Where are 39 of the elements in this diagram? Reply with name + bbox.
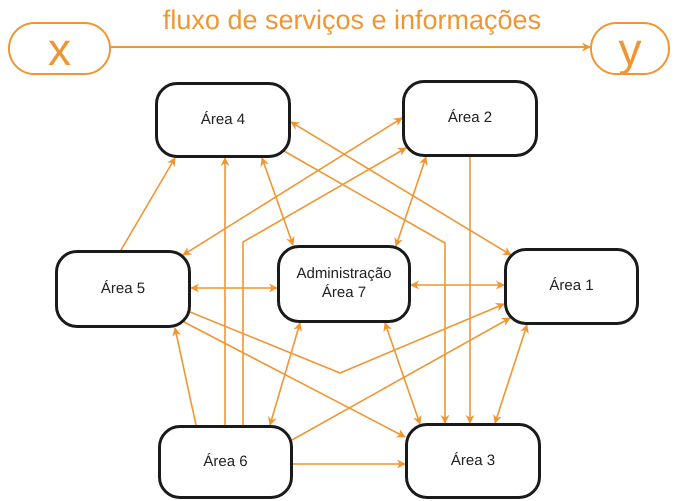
area-box (55, 250, 191, 328)
arrow (120, 157, 176, 250)
arrow (190, 284, 278, 292)
arrow (182, 117, 403, 256)
area-label: Área 3 (450, 452, 496, 470)
area-box (504, 248, 639, 325)
area-box (155, 82, 291, 158)
area-box (402, 80, 538, 157)
arrow (383, 322, 422, 425)
area-box (277, 245, 411, 323)
arrow (290, 121, 512, 256)
area-label: Área 6 (203, 452, 248, 472)
edge-label: fluxo de serviços e informações (160, 6, 544, 36)
arrow (394, 156, 428, 247)
endpoint-letter: x (48, 26, 71, 72)
endpoint-letter: y (618, 26, 642, 72)
arrow (242, 147, 407, 425)
area-label: Área 2 (448, 109, 492, 128)
arrow (466, 157, 474, 424)
arrow (292, 317, 511, 441)
arrow (184, 321, 406, 438)
area-label: Área 4 (200, 110, 246, 130)
arrow (268, 322, 302, 426)
area-label: Área 1 (549, 277, 594, 296)
area-label: Administração Área 7 (295, 265, 393, 303)
arrow (410, 280, 505, 290)
area-box (158, 425, 293, 499)
area-box (405, 423, 541, 499)
area-label: Área 5 (100, 280, 146, 298)
arrow (493, 324, 529, 424)
endpoint-box (590, 22, 670, 75)
arrow (293, 460, 406, 468)
arrow (111, 42, 591, 52)
arrow (220, 157, 230, 425)
endpoint-box (8, 22, 111, 75)
arrow (190, 303, 505, 374)
arrow (260, 157, 295, 246)
arrow (172, 327, 197, 426)
arrow (284, 150, 450, 424)
